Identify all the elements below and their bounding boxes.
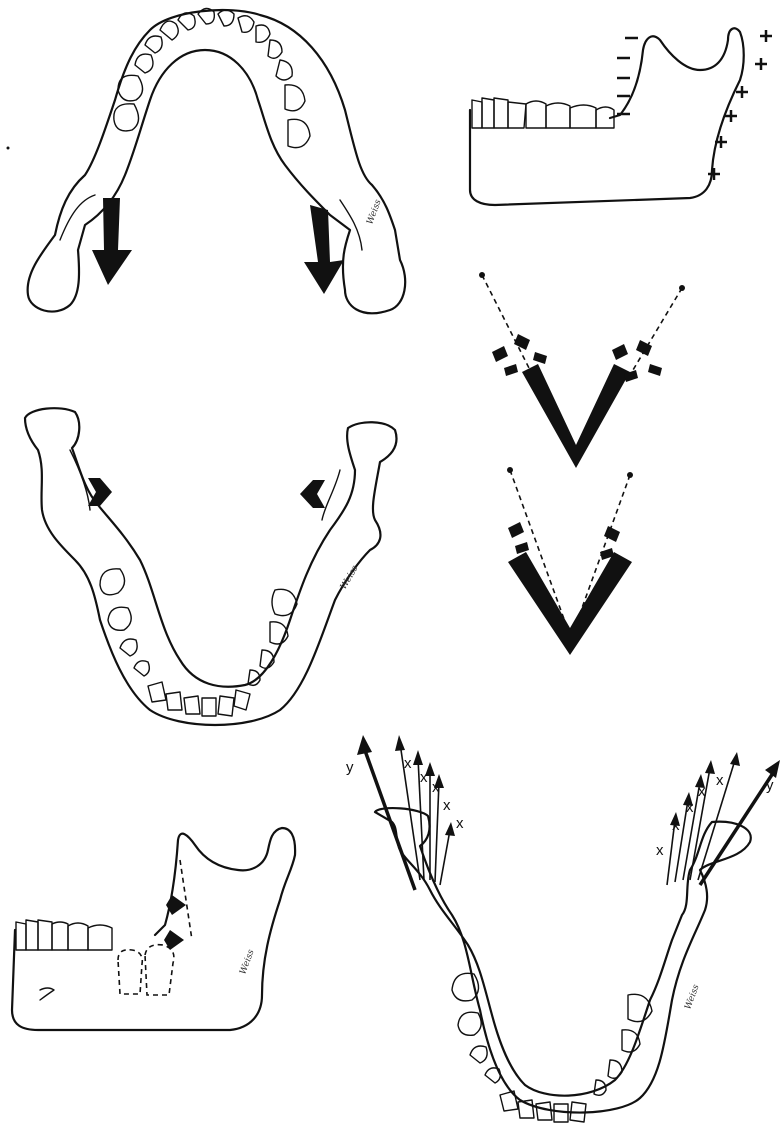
force-arrow-left — [92, 198, 132, 285]
v-diagram-lower — [507, 467, 633, 655]
right-vector-arrows — [667, 752, 780, 885]
inverted-teeth — [100, 569, 297, 716]
force-arrow-right — [304, 205, 344, 294]
lateral-teeth — [472, 98, 614, 128]
v-diagram-upper — [479, 272, 685, 468]
stray-mark — [7, 147, 10, 150]
label-x-10: x — [716, 772, 724, 789]
inward-arrow-left — [88, 478, 112, 506]
label-x-6: x — [656, 842, 664, 859]
mandible-lateral-outline — [470, 28, 744, 205]
label-y-left: y — [346, 759, 354, 776]
label-y-right: y — [766, 777, 774, 794]
teeth-row — [114, 8, 310, 147]
left-vector-labels: y x x x x x — [346, 755, 464, 832]
artist-signature-4: Weiss — [683, 983, 701, 1011]
panel-middle-right-v-diagrams — [479, 272, 685, 655]
right-vector-labels: x x x x x y — [656, 772, 774, 859]
dashed-unerupted-teeth — [118, 860, 192, 995]
label-x-3: x — [432, 779, 440, 796]
mandible-lateral-outline-2 — [12, 828, 295, 1030]
lateral-teeth-2 — [16, 920, 112, 950]
label-x-1: x — [404, 755, 412, 772]
mandible-outline-outer — [28, 10, 406, 313]
inward-arrow-right — [300, 480, 325, 508]
label-x-2: x — [420, 769, 428, 786]
vector-teeth — [452, 973, 652, 1122]
label-x-9: x — [698, 783, 706, 800]
label-x-7: x — [672, 817, 680, 834]
label-x-4: x — [443, 797, 451, 814]
panel-bottom-left-lateral-view: Weiss — [12, 828, 295, 1030]
artist-signature-2: Weiss — [339, 564, 361, 592]
panel-middle-left-occlusal-view: Weiss — [25, 408, 397, 725]
artist-signature-3: Weiss — [238, 948, 256, 976]
mandible-outline-inverted — [25, 408, 397, 725]
plus-signs — [708, 30, 772, 180]
panel-top-right-lateral-view — [470, 28, 772, 205]
label-x-8: x — [686, 799, 694, 816]
label-x-5: x — [456, 815, 464, 832]
panel-top-left-occlusal-view: Weiss — [28, 8, 406, 313]
artist-signature: Weiss — [365, 198, 383, 226]
panel-bottom-right-force-vectors: Weiss y x x x x x — [346, 735, 780, 1122]
